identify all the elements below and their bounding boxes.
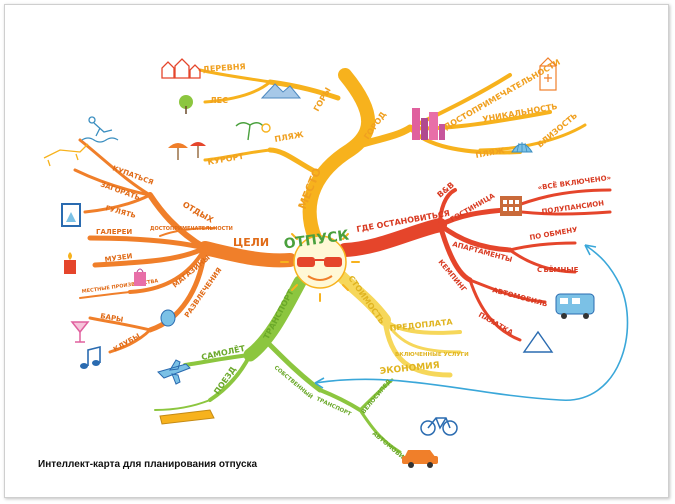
buildings-icon <box>412 108 445 140</box>
link-arrow <box>314 244 629 401</box>
label-hotel: ГОСТИНИЦА <box>449 192 497 224</box>
mountains-icon <box>260 83 302 99</box>
label-bike: ВЕЛОСИПЕД <box>360 378 393 415</box>
branch-transport <box>243 275 307 362</box>
label-sightsee: ДОСТОПРИМЕЧАТЕЛЬНОСТИ <box>150 226 233 232</box>
center-node: ОТПУСК <box>280 227 360 302</box>
bicycle-icon <box>420 417 458 436</box>
label-forest: ЛЕС <box>210 96 228 105</box>
swimmer-icon <box>81 116 119 143</box>
umbrella-icon <box>168 142 206 160</box>
train-icon <box>159 409 215 425</box>
branch-label-transport: ТРАНСПОРТ <box>262 288 296 341</box>
label-included: ВКЛЮЧЕННЫЕ УСЛУГИ <box>395 352 469 358</box>
branch-label-cost: СТОИМОСТЬ <box>346 274 386 326</box>
shell-icon <box>511 142 533 153</box>
tree-icon <box>179 95 193 114</box>
cocktail-icon <box>70 321 90 343</box>
label-museums: МУЗЕИ <box>104 252 133 264</box>
label-transport-sub: ТРАНСПОРТ <box>315 396 352 417</box>
branch-stay <box>338 218 447 257</box>
label-rest: ОТДЫХ <box>181 200 216 225</box>
car-icon <box>402 450 438 468</box>
label-tent: ПАЛАТКА <box>477 311 515 337</box>
label-clubs: КЛУБЫ <box>112 332 142 354</box>
branch-label-goals: ЦЕЛИ <box>233 236 269 249</box>
lounger-icon <box>43 143 89 167</box>
sunglasses-icon <box>297 257 315 267</box>
hotel-icon <box>500 196 522 216</box>
tower-icon <box>539 57 557 91</box>
shopping-bag-icon <box>134 268 146 286</box>
branch-cost <box>334 269 391 326</box>
branch-goals <box>198 241 297 268</box>
label-rent: СЪЁМНЫЕ <box>537 265 579 274</box>
label-village: ДЕРЕВНЯ <box>203 62 246 74</box>
gallery-frame-icon <box>61 203 81 227</box>
masks-icon <box>160 309 176 327</box>
music-note-icon <box>80 345 101 369</box>
label-gallery: ГАЛЕРЕИ <box>96 228 132 236</box>
label-bars: БАРЫ <box>100 312 124 324</box>
tent-icon <box>522 330 554 353</box>
plane-icon <box>157 359 191 385</box>
camper-van-icon <box>555 293 595 319</box>
label-rv: АВТОМОБИЛЬ <box>491 286 548 308</box>
houses-icon <box>161 58 201 79</box>
palm-icon <box>235 122 271 141</box>
label-exchange: ПО ОБМЕНУ <box>529 226 579 242</box>
label-beach: ПЛЯЖ <box>274 130 305 144</box>
caption: Интеллект-карта для планирования отпуска <box>38 459 258 470</box>
museum-icon <box>64 252 76 274</box>
label-resort: КУРОРТ <box>207 152 245 167</box>
label-beach2: ПЛЯЖ <box>475 146 506 160</box>
